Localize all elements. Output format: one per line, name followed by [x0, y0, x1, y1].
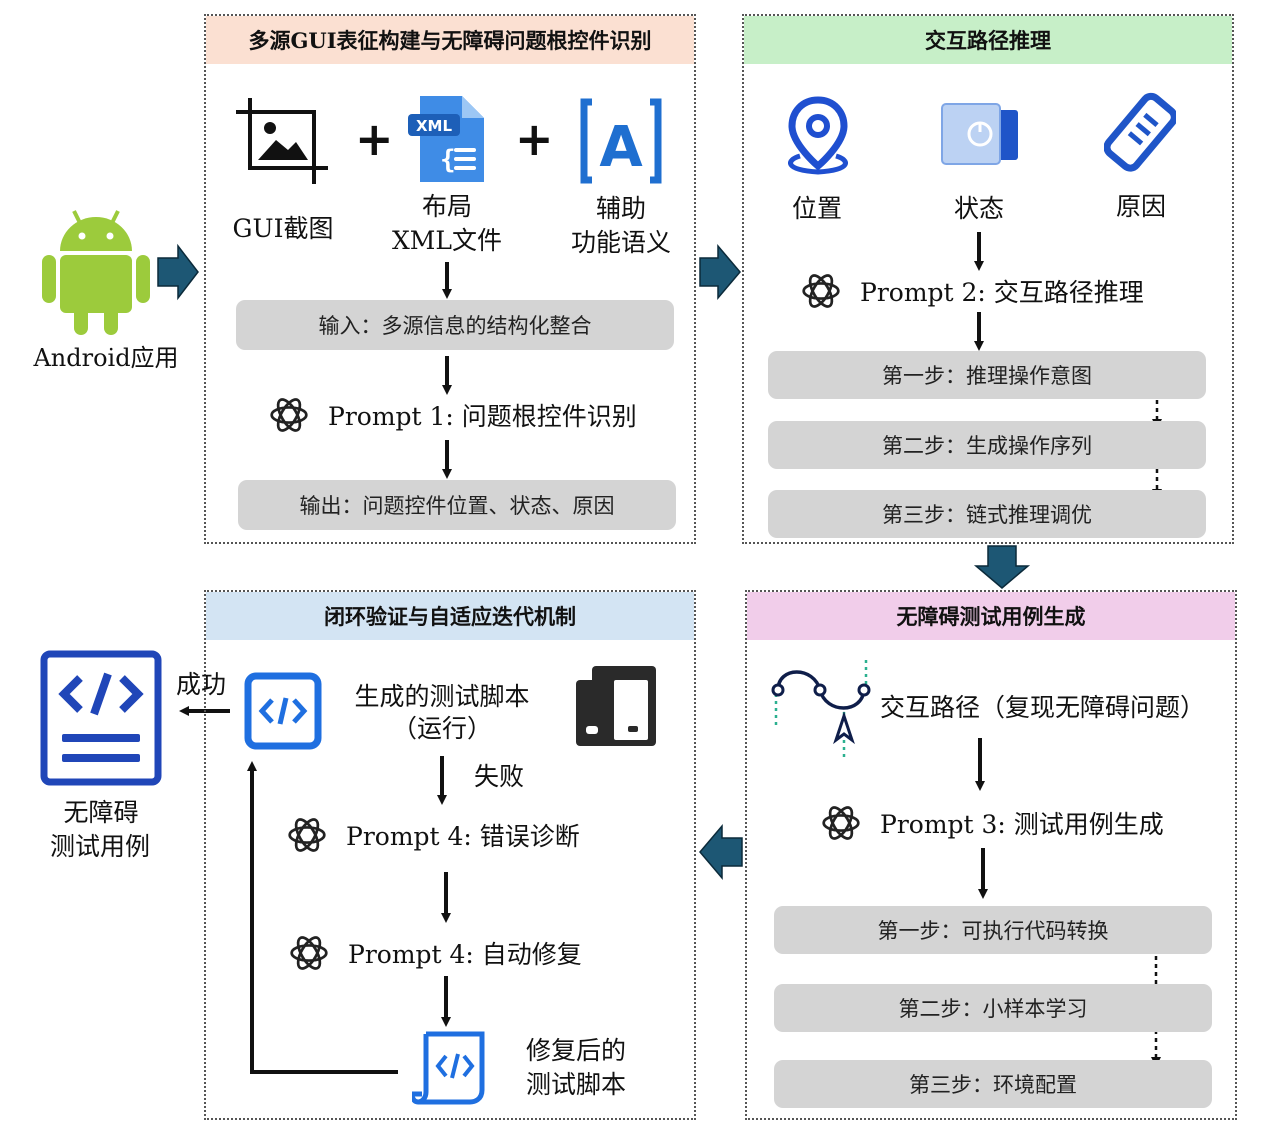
- accessibility-a-icon: A: [580, 98, 662, 184]
- plus-sign: +: [515, 112, 554, 166]
- panel-4-title: 闭环验证与自适应迭代机制: [206, 592, 694, 640]
- panel-interaction-path: 交互路径推理: [742, 14, 1234, 544]
- a11y-test-case-label-l1: 无障碍: [63, 798, 139, 827]
- location-label: 位置: [791, 194, 842, 223]
- layout-label-l2: XML文件: [392, 226, 502, 255]
- state-label: 状态: [953, 194, 1004, 223]
- svg-text:{: {: [440, 145, 456, 175]
- p1-output-bar: 输出：问题控件位置、状态、原因: [238, 480, 676, 530]
- a11y-label-l2: 功能语义: [570, 228, 671, 257]
- reason-scroll-icon: [1104, 92, 1176, 172]
- fixed-script-label-l2: 测试脚本: [526, 1070, 627, 1099]
- p3-step-3: 第三步：环境配置: [774, 1060, 1212, 1108]
- panel-test-case-generation: 无障碍测试用例生成: [745, 590, 1237, 1120]
- layout-label-l1: 布局: [421, 192, 472, 221]
- panel-2-title: 交互路径推理: [744, 16, 1232, 64]
- generated-script-label-l2: （运行）: [391, 714, 492, 743]
- p3-step-1: 第一步：可执行代码转换: [774, 906, 1212, 954]
- chatgpt-logo-icon: [802, 274, 840, 308]
- flow-arrow-p2-to-p3: [973, 545, 1031, 589]
- p3-step-2: 第二步：小样本学习: [774, 984, 1212, 1032]
- p3-prompt-text: Prompt 3: 测试用例生成: [880, 810, 1164, 839]
- panel-3-title: 无障碍测试用例生成: [747, 592, 1235, 640]
- p1-prompt: Prompt 1: 问题根控件识别: [268, 394, 637, 436]
- panel-1-title: 多源GUI表征构建与无障碍问题根控件识别: [206, 16, 694, 64]
- chatgpt-logo-icon: [822, 806, 860, 840]
- p4-prompt-fix: Prompt 4: 自动修复: [288, 932, 582, 974]
- chatgpt-logo-icon: [270, 398, 308, 432]
- p2-step-1: 第一步：推理操作意图: [768, 351, 1206, 399]
- gui-screenshot-label: GUI截图: [232, 214, 334, 243]
- xml-badge-text: XML: [416, 117, 452, 135]
- state-toggle-icon: [941, 103, 1018, 165]
- p2-prompt: Prompt 2: 交互路径推理: [800, 270, 1144, 312]
- flow-arrow-android-to-p1: [157, 243, 199, 301]
- p2-prompt-text: Prompt 2: 交互路径推理: [860, 278, 1144, 307]
- interaction-path-label: 交互路径（复现无障碍问题）: [880, 693, 1206, 722]
- code-script-icon: [244, 672, 322, 750]
- fixed-script-scroll-icon: [412, 1031, 485, 1105]
- p1-prompt-text: Prompt 1: 问题根控件识别: [328, 402, 637, 431]
- p4-prompt-fix-text: Prompt 4: 自动修复: [348, 940, 582, 969]
- p3-prompt: Prompt 3: 测试用例生成: [820, 802, 1164, 844]
- p4-prompt-diagnose-text: Prompt 4: 错误诊断: [346, 822, 580, 851]
- reason-label: 原因: [1115, 192, 1166, 221]
- p1-input-bar: 输入：多源信息的结构化整合: [236, 300, 674, 350]
- interaction-path-icon: [771, 660, 871, 758]
- p2-step-3: 第三步：链式推理调优: [768, 490, 1206, 538]
- panel-multi-source-gui: 多源GUI表征构建与无障碍问题根控件识别: [204, 14, 696, 544]
- test-case-document-icon: [40, 650, 162, 786]
- android-robot-icon: [42, 210, 150, 335]
- a11y-label-l1: 辅助: [595, 194, 646, 223]
- location-pin-icon: [788, 96, 848, 175]
- p2-step-2: 第二步：生成操作序列: [768, 421, 1206, 469]
- plus-sign: +: [355, 112, 394, 166]
- run-terminal-icon: [576, 666, 656, 746]
- android-app-label: Android应用: [33, 344, 179, 372]
- chatgpt-logo-icon: [290, 936, 328, 970]
- generated-script-label-l1: 生成的测试脚本: [354, 682, 530, 711]
- screenshot-crop-icon: [236, 98, 328, 184]
- a11y-test-case-label-l2: 测试用例: [49, 832, 150, 861]
- fail-label: 失败: [474, 762, 525, 791]
- flow-arrow-p3-to-p4: [699, 823, 743, 881]
- svg-text:A: A: [599, 115, 643, 180]
- chatgpt-logo-icon: [288, 818, 326, 852]
- panel-closed-loop-validation: 闭环验证与自适应迭代机制: [204, 590, 696, 1120]
- flow-arrow-p1-to-p2: [699, 243, 741, 301]
- xml-file-icon: XML {: [408, 96, 484, 182]
- success-label: 成功: [176, 670, 227, 699]
- p4-prompt-diagnose: Prompt 4: 错误诊断: [286, 814, 580, 856]
- fixed-script-label-l1: 修复后的: [526, 1036, 627, 1065]
